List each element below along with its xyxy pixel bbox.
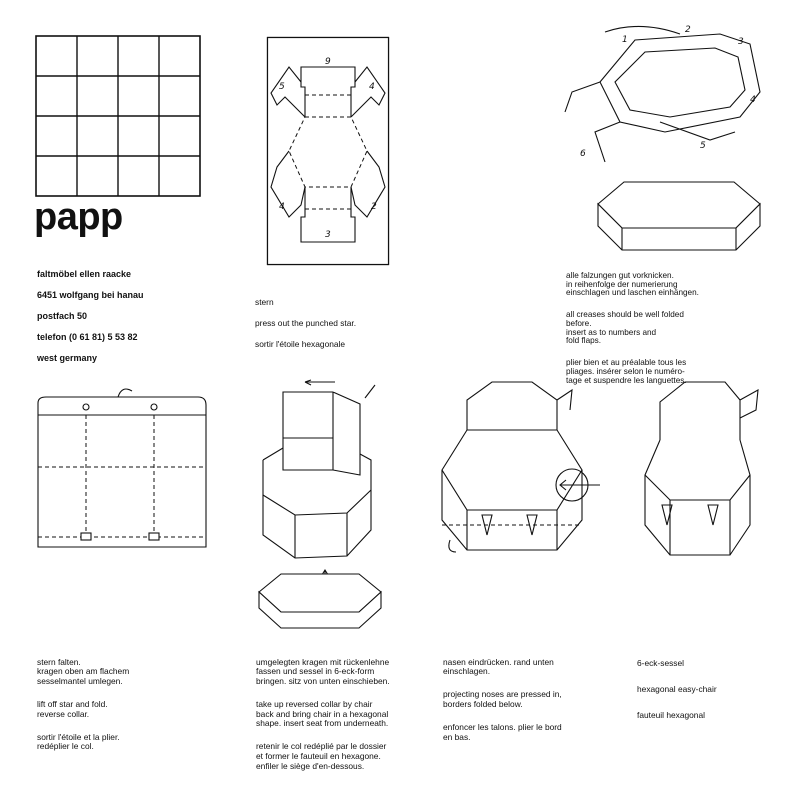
collar-drawing [258,379,382,629]
flap-number: 4 [369,82,375,92]
fold-caption: stern falten. kragen oben am flachem ses… [37,648,129,766]
company-address: faltmöbel ellen raacke 6451 wolfgang bei… [37,258,144,374]
star-cutout-drawing: 9 5 4 4 2 3 [266,36,390,266]
logo-grid [35,35,201,197]
caption-fr: enfoncer les talons. plier le bord en ba… [443,722,562,742]
flap-number: 1 [622,35,628,45]
flap-number: 4 [279,202,285,212]
flap-number: 5 [700,141,706,151]
final-chair-drawing [644,381,759,556]
address-line: telefon (0 61 81) 5 53 82 [37,331,138,342]
caption-en: all creases should be well folded before… [566,309,684,346]
brand-logo: papp [34,196,123,238]
assembly-ring-drawing: 1 2 3 4 5 6 [564,25,761,163]
address-line: postfach 50 [37,310,88,321]
collar-caption: umgelegten kragen mit rückenlehne fassen… [256,648,390,785]
caption-en: lift off star and fold. reverse collar. [37,698,108,719]
caption-de: stern falten. kragen oben am flachem ses… [37,656,130,686]
caption-en: projecting noses are pressed in, borders… [443,689,562,709]
flap-number: 2 [685,25,691,35]
address-line: west germany [37,352,98,363]
noses-drawing [441,381,600,553]
address-line: faltmöbel ellen raacke [37,268,132,279]
caption-en: hexagonal easy-chair [637,684,717,694]
flap-number: 3 [738,37,744,47]
flap-number: 3 [325,230,331,240]
caption-fr: sortir l'étoile et la plier. redéplier l… [37,731,120,752]
caption-line: sortir l'étoile hexagonale [255,338,346,349]
address-line: 6451 wolfgang bei hanau [37,289,144,300]
flap-number: 2 [371,202,377,212]
flap-number: 9 [325,57,331,67]
caption-de: alle falzungen gut vorknicken. in reihen… [566,270,699,298]
hexagon-seat-drawing [597,181,761,251]
caption-de: 6-eck-sessel [637,658,685,668]
noses-caption: nasen eindrücken. rand unten einschlagen… [443,648,562,756]
caption-de: umgelegten kragen mit rückenlehne fassen… [256,656,390,686]
caption-en: take up reversed collar by chair back an… [256,698,389,729]
star-caption: stern press out the punched star. sortir… [255,286,356,360]
caption-de: nasen eindrücken. rand unten einschlagen… [443,656,554,677]
flap-number: 5 [279,82,285,92]
final-caption: 6-eck-sessel hexagonal easy-chair fauteu… [637,648,717,734]
caption-fr: plier bien et au préalable tous les plia… [566,357,687,385]
flap-number: 4 [750,95,756,105]
caption-fr: fauteuil hexagonal [637,710,705,720]
caption-line: stern [255,296,274,307]
assembly-caption: alle falzungen gut vorknicken. in reihen… [566,263,699,398]
caption-line: press out the punched star. [255,317,357,328]
caption-fr: retenir le col redéplié par le dossier e… [256,741,387,771]
flat-mantle-drawing [37,388,207,548]
flap-number: 6 [580,149,586,159]
